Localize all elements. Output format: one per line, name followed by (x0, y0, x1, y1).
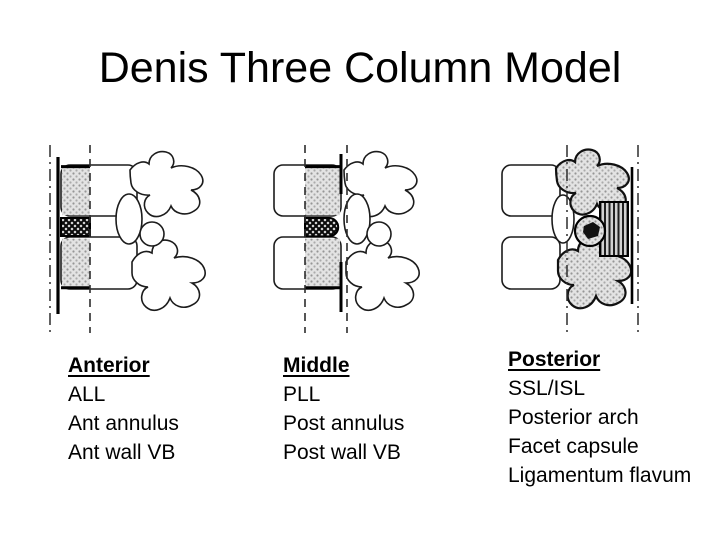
anterior-column-vertebra-diagram (49, 145, 206, 333)
facet-joint (366, 221, 392, 247)
posterior-heading: Posterior (508, 348, 601, 371)
list-item: ALL (68, 383, 106, 406)
anterior-disc-annulus (60, 217, 91, 237)
articular-process (551, 194, 575, 244)
middle-column-list: Middle PLL Post annulus Post wall VB (283, 351, 404, 467)
list-item: Post wall VB (283, 441, 401, 464)
list-item: Posterior arch (508, 406, 639, 429)
list-item: Ant annulus (68, 412, 179, 435)
upper-vertebral-body (501, 164, 561, 217)
posterior-column-vertebra-diagram (501, 145, 639, 333)
facet-joint-core (583, 222, 600, 239)
facet-joint (139, 221, 165, 247)
anterior-shading-lower (62, 238, 90, 288)
list-item: SSL/ISL (508, 377, 586, 400)
middle-column-vertebra-diagram (273, 145, 420, 333)
list-item: Ant wall VB (68, 441, 176, 464)
posterior-disc-annulus (304, 217, 340, 238)
middle-shading-upper (305, 166, 340, 216)
list-item: PLL (283, 383, 321, 406)
list-item: Post annulus (283, 412, 405, 435)
middle-shading-lower (305, 238, 340, 288)
articular-process (115, 193, 143, 245)
articular-process (343, 193, 371, 245)
anterior-column-list: Anterior ALL Ant annulus Ant wall VB (68, 351, 179, 467)
anterior-shading-upper (62, 166, 90, 216)
middle-heading: Middle (283, 354, 350, 377)
slide-title: Denis Three Column Model (98, 44, 622, 92)
lower-posterior-arch (345, 239, 420, 312)
anterior-heading: Anterior (68, 354, 150, 377)
posterior-column-list: Posterior SSL/ISL Posterior arch Facet c… (508, 345, 691, 490)
lower-vertebral-body (501, 236, 561, 290)
list-item: Ligamentum flavum (508, 464, 692, 487)
lower-posterior-arch (131, 239, 206, 312)
list-item: Facet capsule (508, 435, 639, 458)
